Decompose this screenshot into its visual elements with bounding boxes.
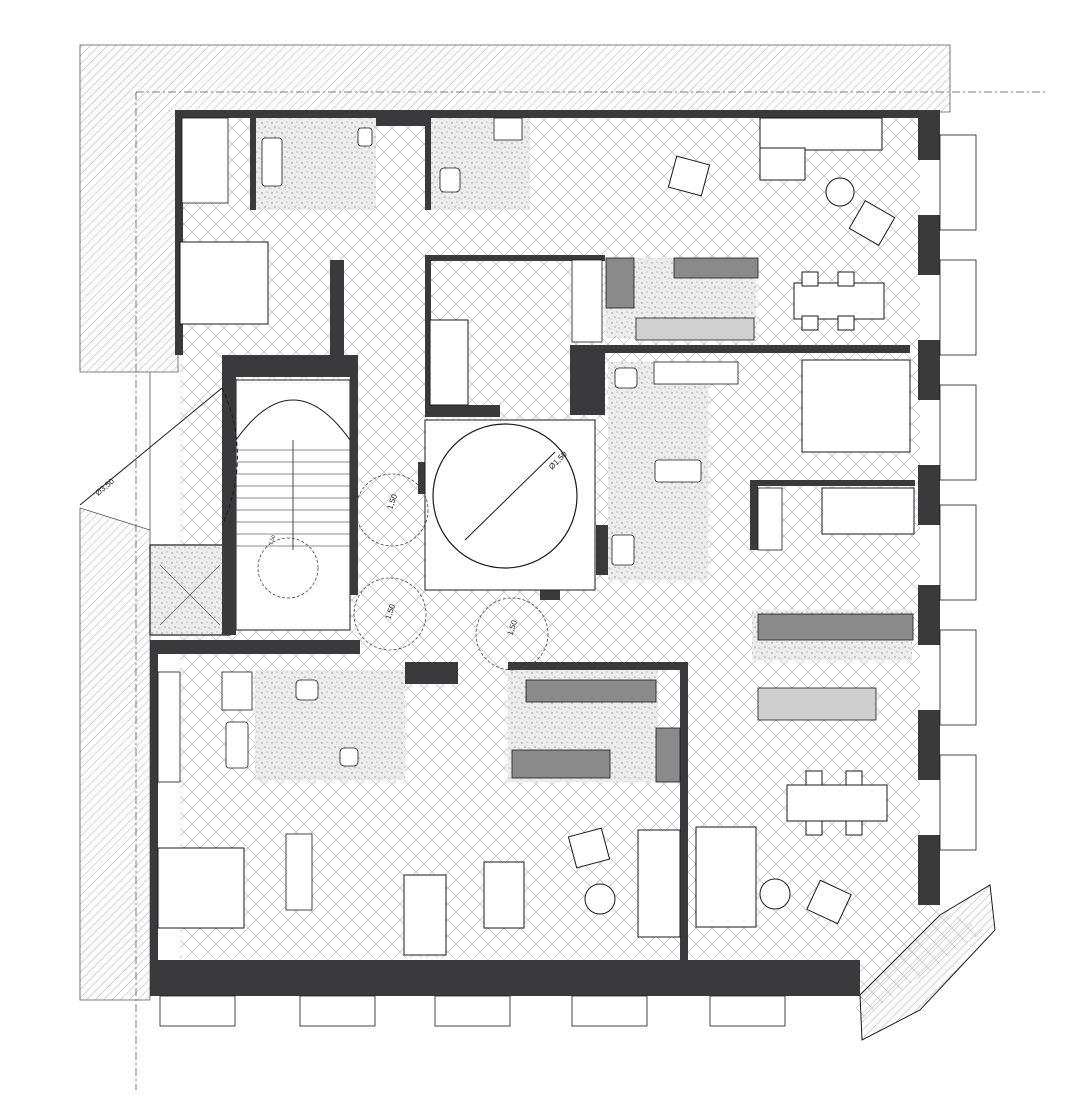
sofas bbox=[403, 117, 883, 956]
wardrobes bbox=[157, 117, 783, 911]
turning-circles bbox=[257, 473, 549, 671]
entrance-door bbox=[79, 387, 238, 526]
stair-core bbox=[149, 379, 351, 636]
central-hall: Ø1,50 bbox=[424, 419, 596, 591]
side-tables bbox=[584, 177, 855, 915]
walls bbox=[150, 110, 940, 996]
dining-tables bbox=[483, 271, 888, 929]
armchairs bbox=[567, 155, 896, 925]
windows bbox=[159, 134, 977, 1027]
bay-window bbox=[859, 884, 996, 1041]
kitchen-counters bbox=[511, 257, 914, 783]
neighbour-hatch bbox=[79, 44, 951, 1001]
turning-circle-d-label: 1,50 bbox=[268, 534, 277, 545]
beds bbox=[157, 241, 915, 929]
bathroom-fixtures bbox=[225, 117, 702, 769]
entrance-door-radius-label: Ø3,50 bbox=[94, 476, 117, 497]
